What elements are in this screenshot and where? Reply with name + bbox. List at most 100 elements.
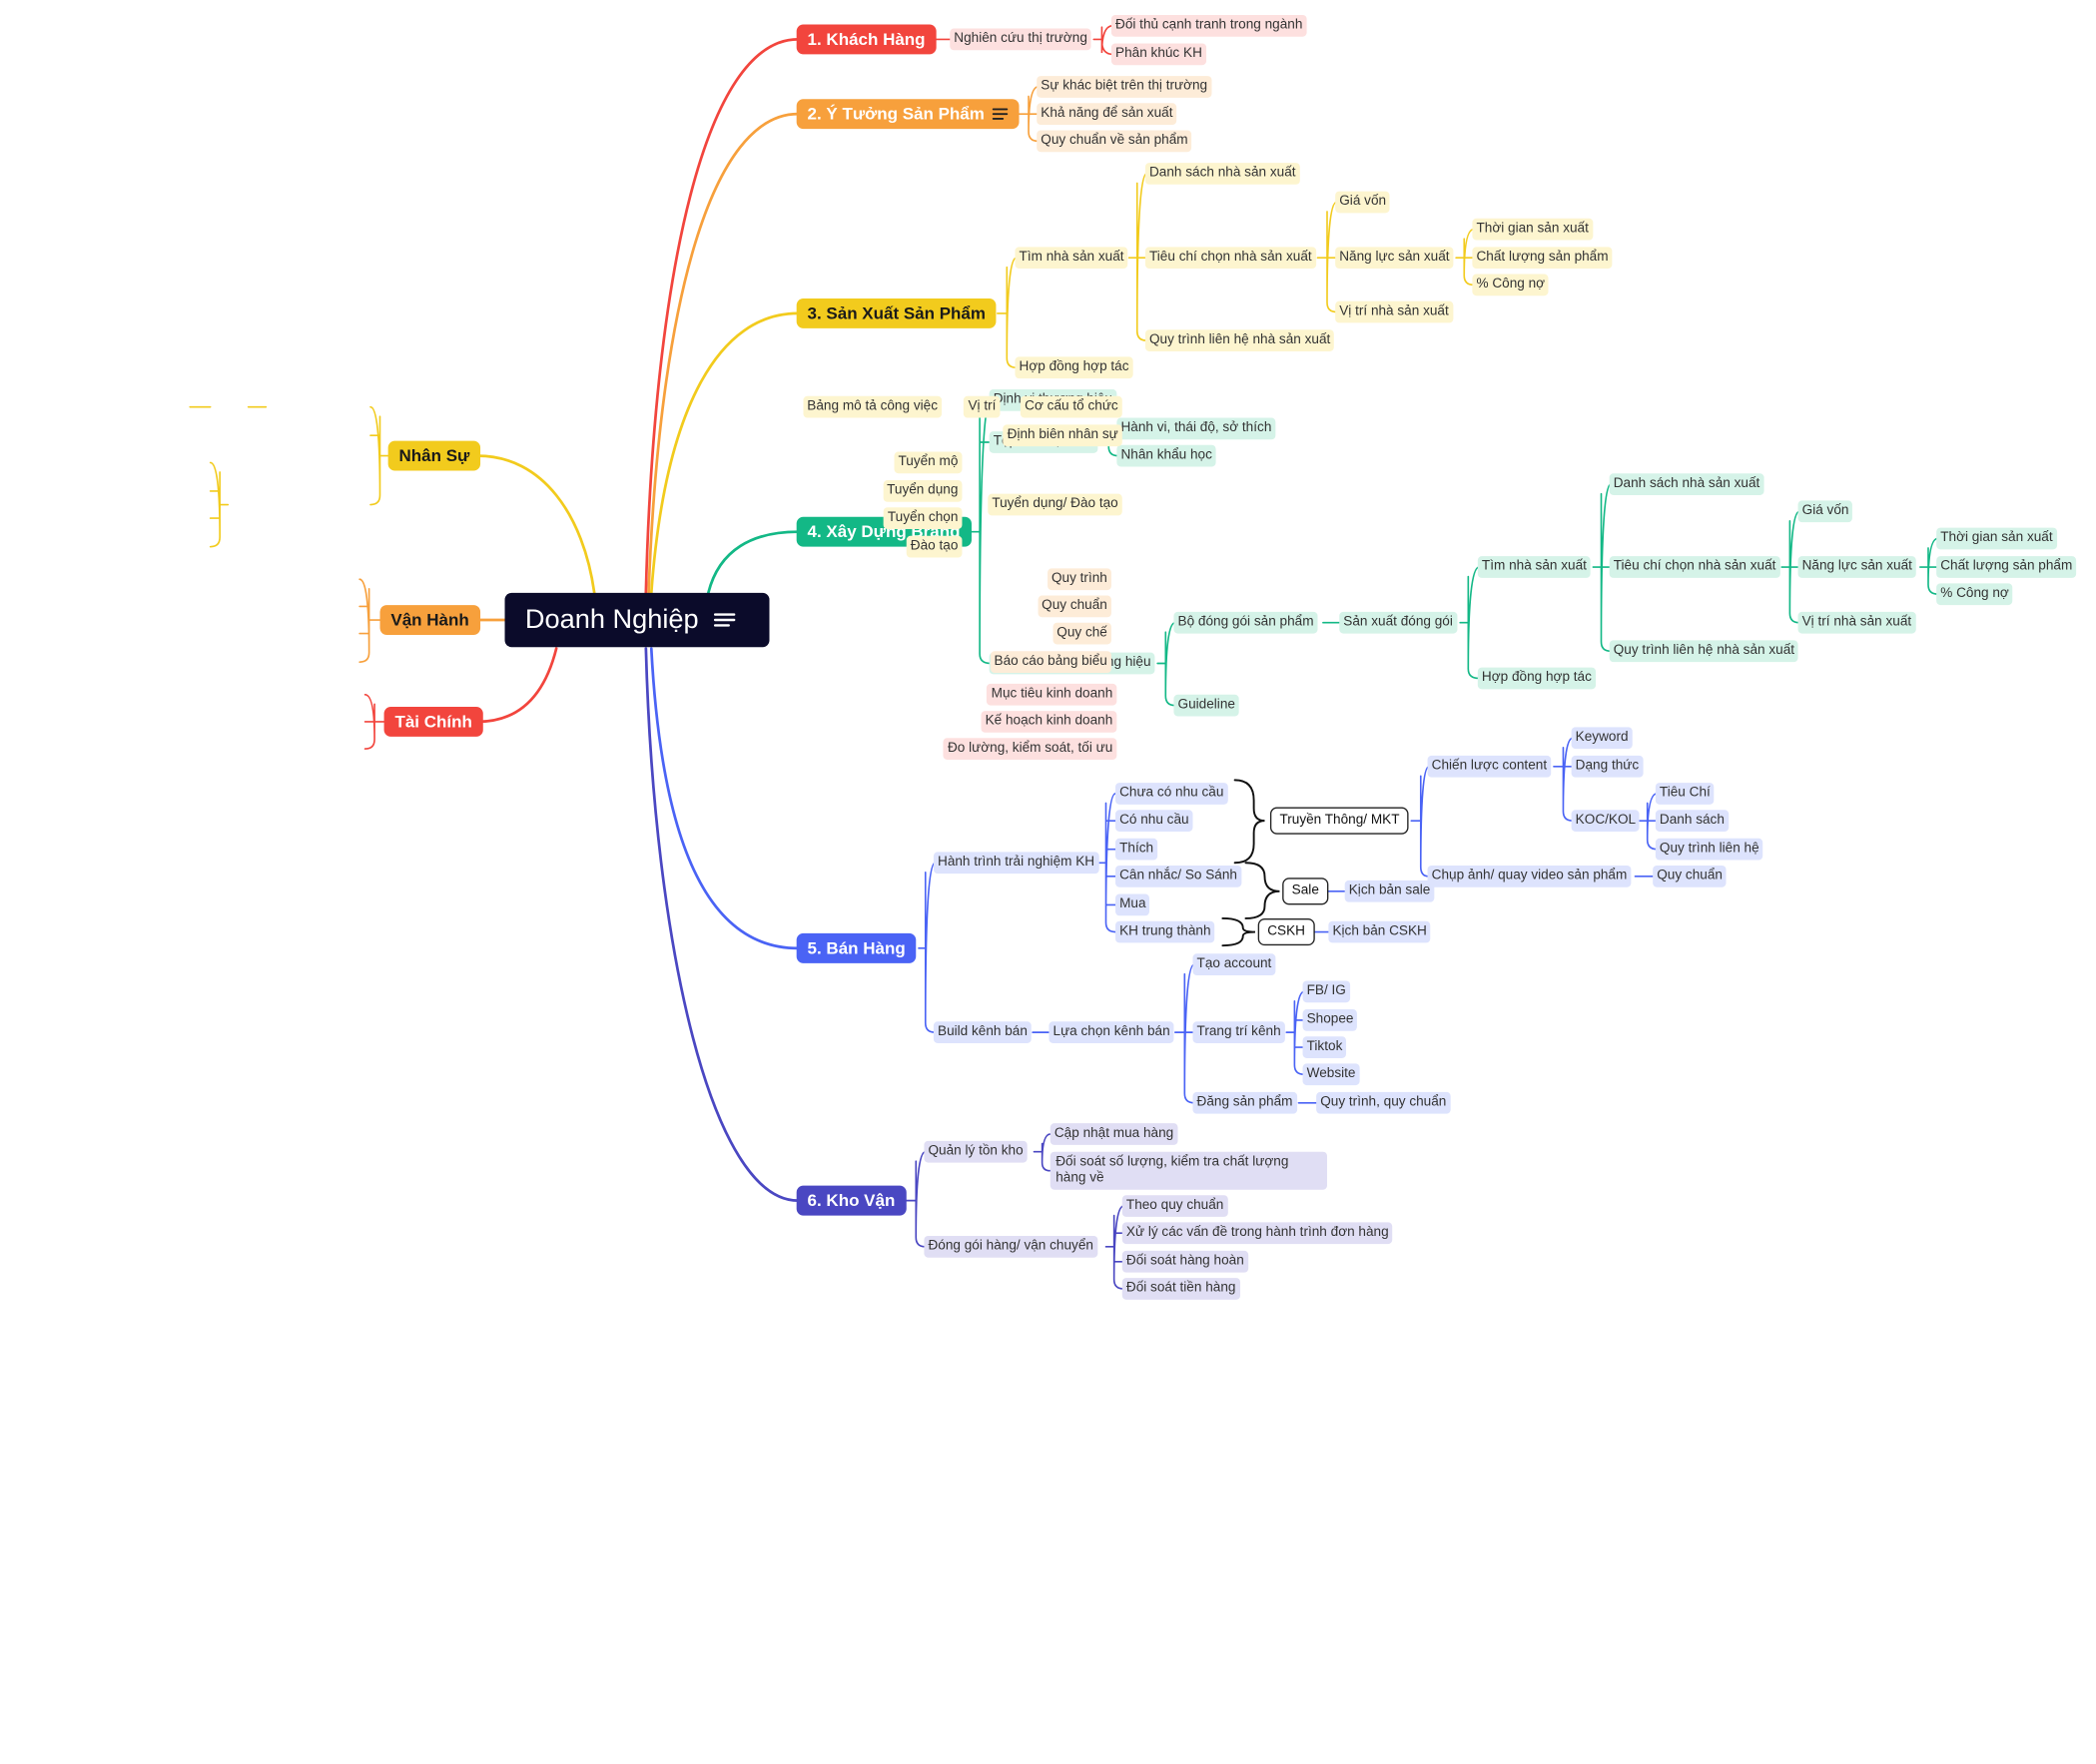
topic-tai-chinh[interactable]: Tài Chính — [383, 706, 483, 737]
node-brand-quy-trinh[interactable]: Quy trình liên hệ nhà sản xuất — [1609, 640, 1799, 663]
node-theo-quy-chuan[interactable]: Theo quy chuẩn — [1121, 1195, 1228, 1217]
node-guideline[interactable]: Guideline — [1173, 694, 1240, 717]
node-quan-ly-ton-kho[interactable]: Quản lý tồn kho — [924, 1140, 1028, 1163]
node-koc-danh-sach[interactable]: Danh sách — [1655, 810, 1729, 833]
node-kich-ban-sale[interactable]: Kịch bản sale — [1344, 880, 1435, 902]
node-channel-tiktok[interactable]: Tiktok — [1302, 1036, 1347, 1058]
node-quy-chuan-media[interactable]: Quy chuẩn — [1653, 865, 1728, 887]
node-kich-ban-cskh[interactable]: Kịch bản CSKH — [1328, 920, 1431, 943]
node-brand-gia-von[interactable]: Giá vốn — [1797, 500, 1853, 523]
node-channel-fb[interactable]: FB/ IG — [1302, 980, 1350, 1003]
node-brand-hop-dong[interactable]: Hợp đồng hợp tác — [1477, 667, 1597, 690]
topic-khach-hang[interactable]: 1. Khách Hàng — [796, 24, 937, 55]
node-quy-trinh[interactable]: Quy trình — [1047, 568, 1111, 591]
node-quy-chuan[interactable]: Quy chuẩn — [1038, 595, 1111, 618]
node-tieu-chi[interactable]: Tiêu chí chọn nhà sản xuất — [1144, 247, 1316, 270]
topic-nhan-su[interactable]: Nhân Sự — [387, 440, 481, 471]
node-hop-dong[interactable]: Hợp đồng hợp tác — [1015, 356, 1133, 379]
node-vi-tri[interactable]: Vị trí — [964, 395, 1001, 418]
node-chien-luoc[interactable]: Chiến lược content — [1427, 755, 1552, 778]
node-dao-tao[interactable]: Đào tạo — [906, 535, 963, 558]
node-koc-quy-trinh[interactable]: Quy trình liên hệ — [1655, 838, 1763, 861]
node-doi-thu[interactable]: Đối thủ cạnh tranh trong ngành — [1110, 14, 1307, 37]
node-bo-dong-goi[interactable]: Bộ đóng gói sản phẩm — [1173, 611, 1318, 634]
node-dong-goi-van-chuyen[interactable]: Đóng gói hàng/ vận chuyển — [924, 1235, 1098, 1258]
node-chup-anh[interactable]: Chụp ảnh/ quay video sản phẩm — [1427, 865, 1632, 887]
node-vi-tri-nsx[interactable]: Vị trí nhà sản xuất — [1335, 300, 1453, 323]
node-brand-vi-tri[interactable]: Vị trí nhà sản xuất — [1797, 611, 1916, 634]
node-danh-sach-nsx[interactable]: Danh sách nhà sản xuất — [1144, 163, 1300, 185]
root-node[interactable]: Doanh Nghiệp — [504, 592, 770, 648]
node-trang-tri[interactable]: Trang trí kênh — [1192, 1021, 1285, 1043]
node-bao-cao[interactable]: Báo cáo bảng biểu — [990, 651, 1111, 674]
node-xu-ly-van-de[interactable]: Xử lý các vấn đề trong hành trình đơn hà… — [1121, 1222, 1393, 1245]
node-doi-soat-sl[interactable]: Đối soát số lượng, kiểm tra chất lượng h… — [1049, 1151, 1328, 1190]
node-cap-nhat[interactable]: Cập nhật mua hàng — [1049, 1123, 1178, 1145]
node-su-khac-biet[interactable]: Sự khác biệt trên thị trường — [1037, 76, 1212, 98]
node-quy-che[interactable]: Quy chế — [1052, 622, 1111, 645]
node-lua-chon-kenh[interactable]: Lựa chọn kênh bán — [1048, 1021, 1174, 1043]
node-stage-can-nhac[interactable]: Cân nhắc/ So Sánh — [1115, 865, 1242, 887]
node-quy-trinh-quy-chuan[interactable]: Quy trình, quy chuẩn — [1316, 1091, 1451, 1114]
node-dang-sp[interactable]: Đăng sản phẩm — [1192, 1091, 1297, 1114]
node-tao-account[interactable]: Tạo account — [1192, 953, 1276, 976]
node-nhan-khau[interactable]: Nhân khẩu học — [1116, 444, 1216, 467]
node-sx-dong-goi[interactable]: Sản xuất đóng gói — [1339, 611, 1457, 634]
topic-kho-van[interactable]: 6. Kho Vận — [796, 1185, 907, 1216]
node-tuyen-dung-dao-tao[interactable]: Tuyển dụng/ Đào tạo — [988, 493, 1122, 516]
node-stage-thich[interactable]: Thích — [1115, 838, 1158, 861]
node-tuyen-dung[interactable]: Tuyển dụng — [883, 480, 963, 502]
node-dang-thuc[interactable]: Dạng thức — [1571, 755, 1644, 778]
node-sale[interactable]: Sale — [1282, 878, 1329, 905]
node-nang-luc[interactable]: Năng lực sản xuất — [1335, 247, 1454, 270]
node-dinh-bien[interactable]: Định biên nhân sự — [1003, 424, 1122, 447]
node-brand-nang-luc[interactable]: Năng lực sản xuất — [1797, 556, 1917, 578]
node-ke-hoach[interactable]: Kế hoạch kinh doanh — [981, 711, 1117, 733]
node-quy-chuan-sp[interactable]: Quy chuẩn về sản phẩm — [1037, 130, 1192, 153]
node-do-luong[interactable]: Đo lường, kiểm soát, tối ưu — [943, 738, 1117, 760]
node-muc-tieu[interactable]: Mục tiêu kinh doanh — [987, 683, 1117, 706]
bracket-cskh — [1221, 917, 1255, 947]
node-build-kenh[interactable]: Build kênh bán — [933, 1021, 1032, 1043]
node-koc-tieu-chi[interactable]: Tiêu Chí — [1655, 783, 1715, 805]
node-channel-shopee[interactable]: Shopee — [1302, 1009, 1358, 1031]
node-doi-soat-tien[interactable]: Đối soát tiền hàng — [1121, 1278, 1240, 1300]
node-stage-trung-thanh[interactable]: KH trung thành — [1115, 920, 1215, 943]
node-brand-tim-nsx[interactable]: Tìm nhà sản xuất — [1477, 556, 1591, 578]
node-brand-danh-sach[interactable]: Danh sách nhà sản xuất — [1609, 473, 1764, 495]
node-phan-khuc[interactable]: Phân khúc KH — [1110, 43, 1206, 66]
node-koc[interactable]: KOC/KOL — [1571, 810, 1641, 833]
node-channel-website[interactable]: Website — [1302, 1063, 1360, 1086]
node-tuyen-chon[interactable]: Tuyển chọn — [883, 507, 963, 529]
node-brand-cong-no[interactable]: % Công nợ — [1936, 583, 2013, 606]
node-brand-chat-luong[interactable]: Chất lượng sản phẩm — [1936, 556, 2077, 578]
note-icon[interactable] — [993, 108, 1009, 123]
topic-van-hanh[interactable]: Vận Hành — [379, 605, 480, 635]
node-quy-trinh-lien-he[interactable]: Quy trình liên hệ nhà sản xuất — [1144, 329, 1335, 351]
node-stage-chua-co[interactable]: Chưa có nhu cầu — [1115, 783, 1228, 805]
topic-ban-hang[interactable]: 5. Bán Hàng — [796, 932, 917, 963]
node-doi-soat-hoan[interactable]: Đối soát hàng hoàn — [1121, 1250, 1248, 1273]
node-cskh[interactable]: CSKH — [1257, 917, 1315, 946]
node-brand-thoi-gian[interactable]: Thời gian sản xuất — [1936, 527, 2057, 550]
node-tim-nsx[interactable]: Tìm nhà sản xuất — [1015, 247, 1128, 270]
node-nghien-cuu[interactable]: Nghiên cứu thị trường — [950, 28, 1092, 51]
node-hanh-trinh[interactable]: Hành trình trải nghiệm KH — [933, 852, 1099, 875]
topic-san-xuat[interactable]: 3. Sản Xuất Sản Phẩm — [796, 297, 997, 328]
node-bang-mo-ta[interactable]: Bảng mô tả công việc — [803, 395, 943, 418]
node-kha-nang-sx[interactable]: Khả năng để sản xuất — [1037, 103, 1177, 126]
topic-y-tuong[interactable]: 2. Ý Tưởng Sản Phẩm — [796, 99, 1021, 130]
node-co-cau[interactable]: Cơ cấu tổ chức — [1021, 395, 1122, 418]
node-chat-luong-sp[interactable]: Chất lượng sản phẩm — [1472, 247, 1613, 270]
node-stage-co-nhu-cau[interactable]: Có nhu cầu — [1115, 810, 1193, 833]
node-truyen-thong[interactable]: Truyền Thông/ MKT — [1269, 807, 1410, 835]
node-brand-tieu-chi[interactable]: Tiêu chí chọn nhà sản xuất — [1609, 556, 1780, 578]
node-stage-mua[interactable]: Mua — [1115, 893, 1150, 916]
node-tuyen-mo[interactable]: Tuyển mộ — [894, 451, 963, 474]
note-icon[interactable] — [714, 611, 736, 630]
node-gia-von[interactable]: Giá vốn — [1335, 191, 1391, 214]
node-keyword[interactable]: Keyword — [1571, 727, 1633, 750]
node-thoi-gian-sx[interactable]: Thời gian sản xuất — [1472, 218, 1593, 241]
node-cong-no[interactable]: % Công nợ — [1472, 274, 1550, 296]
node-hanh-vi[interactable]: Hành vi, thái độ, sở thích — [1116, 417, 1276, 440]
